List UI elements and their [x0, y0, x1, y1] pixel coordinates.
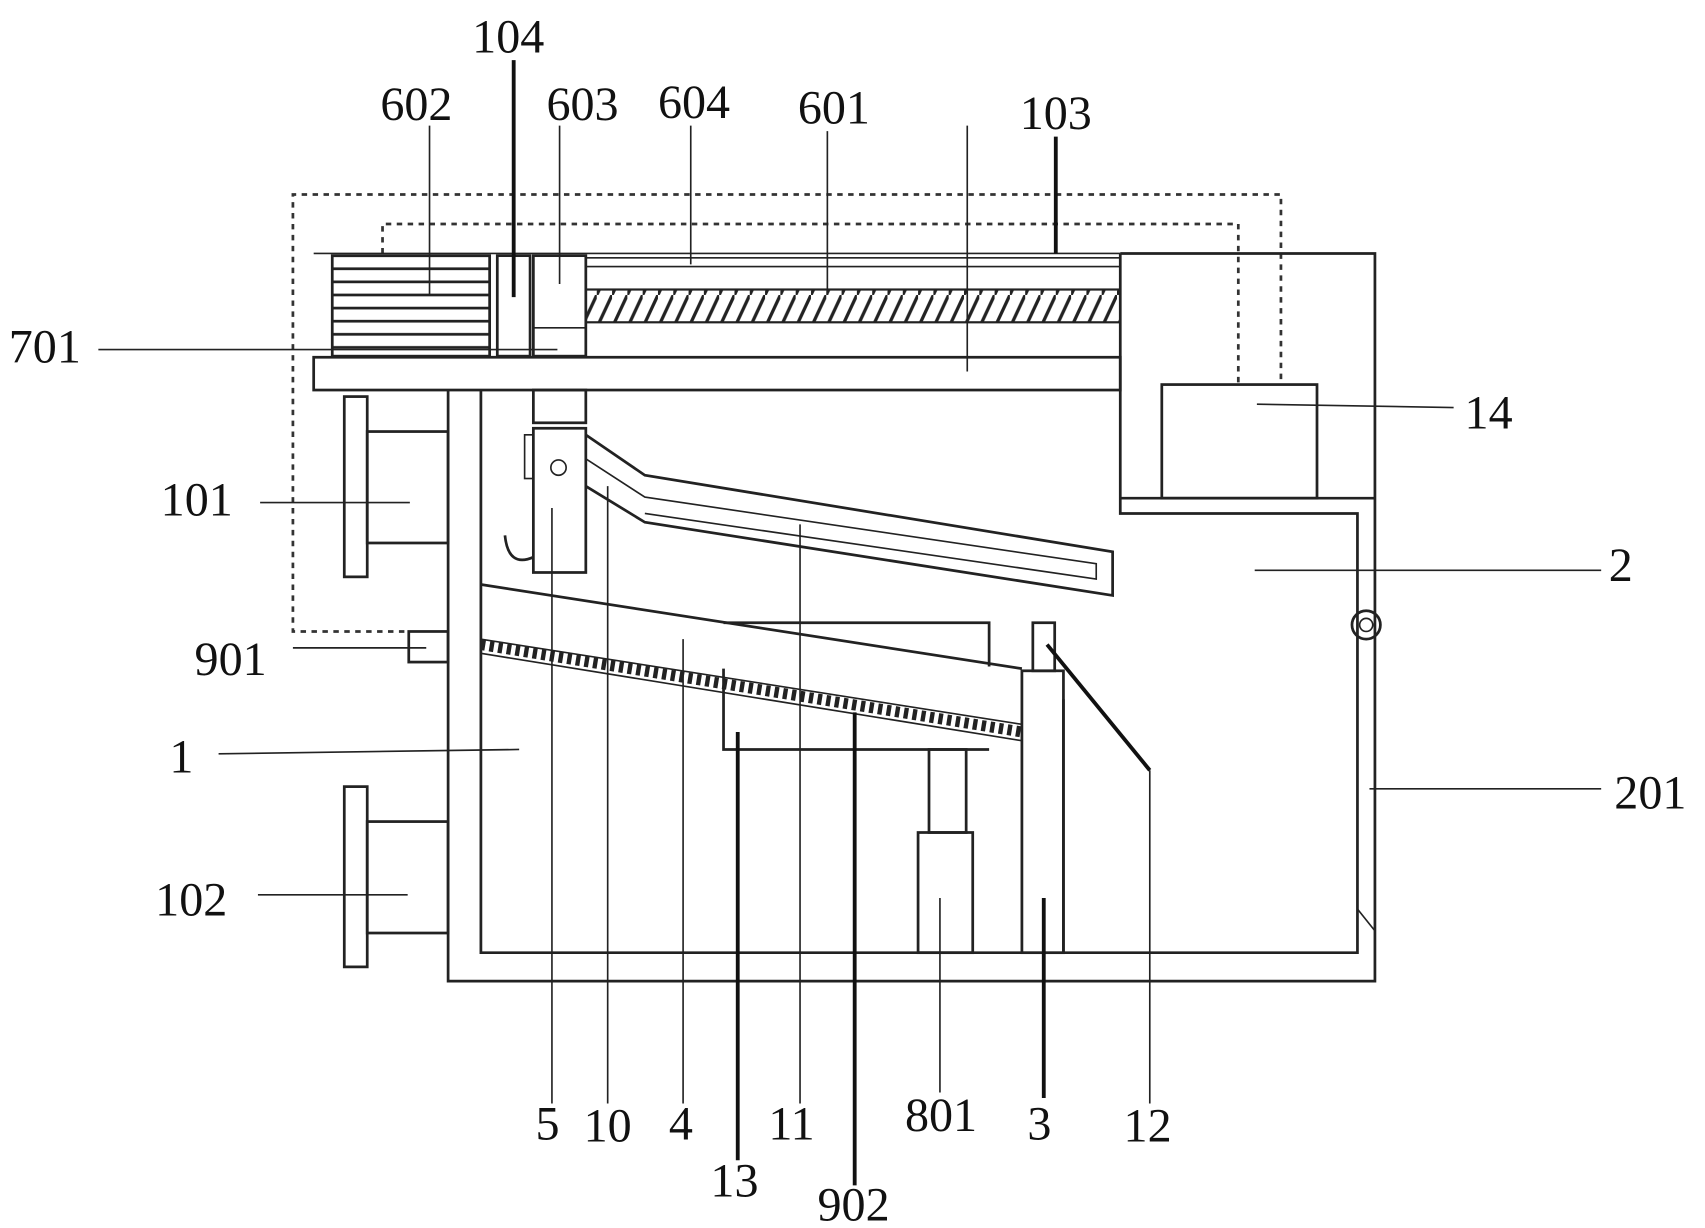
scraper-5	[533, 428, 585, 572]
flap-12	[1033, 623, 1055, 671]
label-201: 201	[1614, 766, 1686, 819]
label-1: 1	[169, 730, 193, 783]
screw-601	[586, 290, 1120, 323]
cylinder-801	[918, 833, 973, 953]
pipe-101	[367, 432, 448, 543]
label-5: 5	[536, 1098, 560, 1151]
label-103: 103	[1020, 87, 1092, 140]
flange-102	[344, 787, 367, 967]
valve-inner	[1360, 618, 1373, 631]
sensor-901	[409, 631, 448, 662]
hook	[505, 535, 533, 560]
screen-bottom	[481, 653, 1022, 740]
label-104: 104	[472, 10, 544, 63]
label-604: 604	[658, 76, 730, 129]
label-701: 701	[9, 321, 81, 374]
rail-604	[586, 258, 1120, 267]
controller-14	[1162, 385, 1317, 499]
label-12: 12	[1124, 1100, 1172, 1153]
label-603: 603	[546, 78, 618, 131]
label-3: 3	[1027, 1098, 1051, 1151]
label-101: 101	[161, 474, 233, 527]
motor-602	[332, 256, 489, 357]
drain-line	[1357, 909, 1374, 931]
label-902: 902	[818, 1178, 890, 1228]
label-901: 901	[195, 633, 267, 686]
screen-top	[481, 639, 1022, 724]
label-14: 14	[1465, 386, 1513, 439]
label-11: 11	[768, 1098, 814, 1151]
rod	[533, 390, 585, 423]
label-4: 4	[669, 1098, 693, 1151]
label-602: 602	[380, 78, 452, 131]
arm-11	[586, 435, 1113, 596]
pipe-102	[367, 822, 448, 933]
label-801: 801	[905, 1089, 977, 1142]
label-2: 2	[1609, 539, 1633, 592]
pivot	[551, 460, 566, 475]
label-102: 102	[155, 874, 227, 927]
label-13: 13	[710, 1154, 758, 1207]
cylinder-rod	[929, 749, 966, 832]
label-601: 601	[798, 81, 870, 134]
flange-101	[344, 397, 367, 577]
top-plate	[314, 357, 1121, 390]
housing-1	[448, 253, 1375, 981]
label-10: 10	[584, 1100, 632, 1153]
screen-902	[481, 645, 1022, 732]
